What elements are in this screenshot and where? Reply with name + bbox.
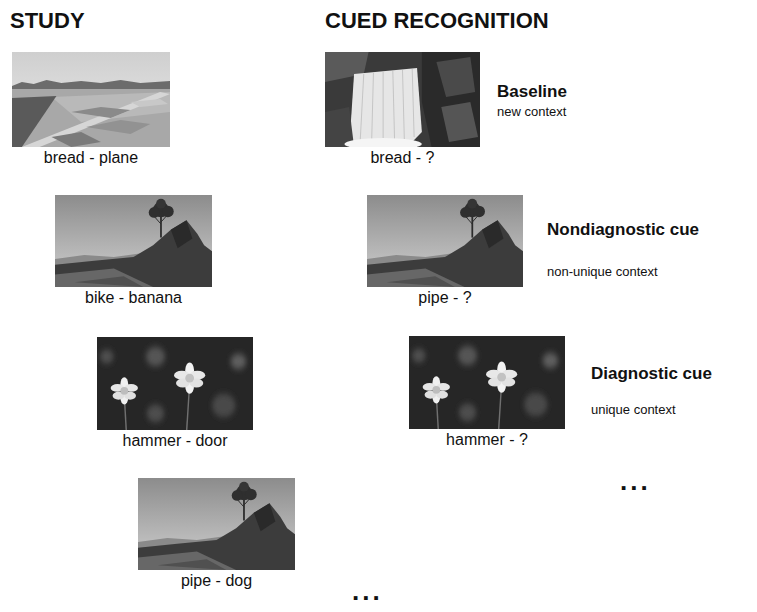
word-pair-caption: bike - banana (55, 289, 212, 307)
photo-panel: hammer - door (97, 337, 253, 450)
condition-note: unique context (591, 402, 676, 417)
hill-photo (55, 195, 212, 287)
column-heading: CUED RECOGNITION (325, 8, 549, 33)
photo-panel: bike - banana (55, 195, 212, 307)
word-pair-caption: hammer - door (97, 432, 253, 450)
hill-photo (367, 195, 523, 287)
photo-panel: pipe - dog (138, 478, 295, 590)
word-pair-caption: bread - plane (12, 149, 170, 167)
ellipsis-mark: ... (352, 576, 383, 606)
photo-panel: bread - ? (325, 52, 480, 167)
word-pair-caption: pipe - dog (138, 572, 295, 590)
photo-panel: bread - plane (12, 52, 170, 167)
column-heading: STUDY (10, 8, 85, 33)
condition-name: Baseline (497, 82, 567, 102)
waterfall-photo (325, 52, 480, 150)
word-pair-caption: pipe - ? (367, 289, 523, 307)
condition-name: Nondiagnostic cue (547, 220, 699, 240)
word-pair-caption: hammer - ? (409, 431, 565, 449)
photo-panel: hammer - ? (409, 336, 565, 449)
condition-note: new context (497, 104, 566, 119)
hill-photo (138, 478, 295, 570)
word-pair-caption: bread - ? (325, 149, 480, 167)
ellipsis-mark: ... (620, 466, 651, 496)
condition-note: non-unique context (547, 264, 658, 279)
photo-panel: pipe - ? (367, 195, 523, 307)
condition-name: Diagnostic cue (591, 364, 712, 384)
flower-photo (97, 337, 253, 430)
field-photo (12, 52, 170, 147)
flower-photo (409, 336, 565, 429)
